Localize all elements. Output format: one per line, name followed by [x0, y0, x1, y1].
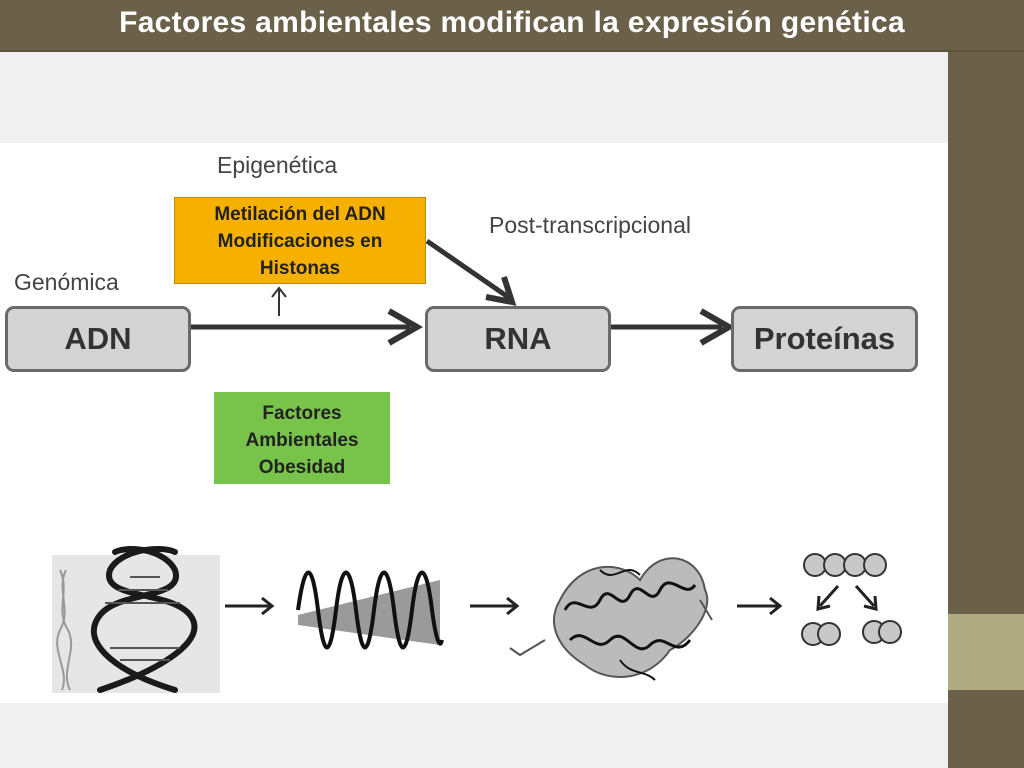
epigenetic-line-3: Histonas	[259, 258, 341, 279]
protein-subunits-icon	[801, 553, 902, 646]
arrow-epigenetic-to-rna	[425, 238, 510, 300]
label-epigenetica: Epigenética	[217, 152, 338, 178]
illustration-arrow-1	[225, 596, 275, 616]
environmental-line-3: Obesidad	[258, 457, 346, 478]
dna-helix-icon	[91, 546, 198, 693]
arrowhead-proteinas	[699, 308, 736, 346]
arrowhead-up-small	[271, 286, 287, 298]
title-underline	[0, 50, 1024, 52]
side-band-light	[948, 614, 1024, 690]
environmental-factors-box: Factores Ambientales Obesidad	[214, 392, 390, 484]
arrowhead-rna	[387, 308, 424, 346]
node-adn: ADN	[5, 306, 191, 372]
label-post-transcripcional: Post-transcripcional	[489, 212, 691, 238]
arrowhead-diagonal	[485, 276, 517, 306]
epigenetic-box: Metilación del ADN Modificaciones en His…	[174, 197, 426, 284]
illustration-arrow-2	[470, 596, 520, 616]
node-proteinas: Proteínas	[731, 306, 918, 372]
slide-title: Factores ambientales modifican la expres…	[119, 6, 905, 39]
epigenetic-line-2: Modificaciones en	[217, 231, 383, 252]
mrna-wave-icon	[296, 570, 444, 650]
node-rna: RNA	[425, 306, 611, 372]
title-bar	[0, 0, 1024, 52]
label-genomica: Genómica	[14, 269, 119, 295]
epigenetic-line-1: Metilación del ADN	[214, 204, 386, 225]
environmental-line-2: Ambientales	[245, 430, 359, 451]
environmental-line-1: Factores	[262, 403, 342, 424]
illustration-arrow-3	[737, 596, 783, 616]
protein-structure-icon	[509, 557, 713, 681]
